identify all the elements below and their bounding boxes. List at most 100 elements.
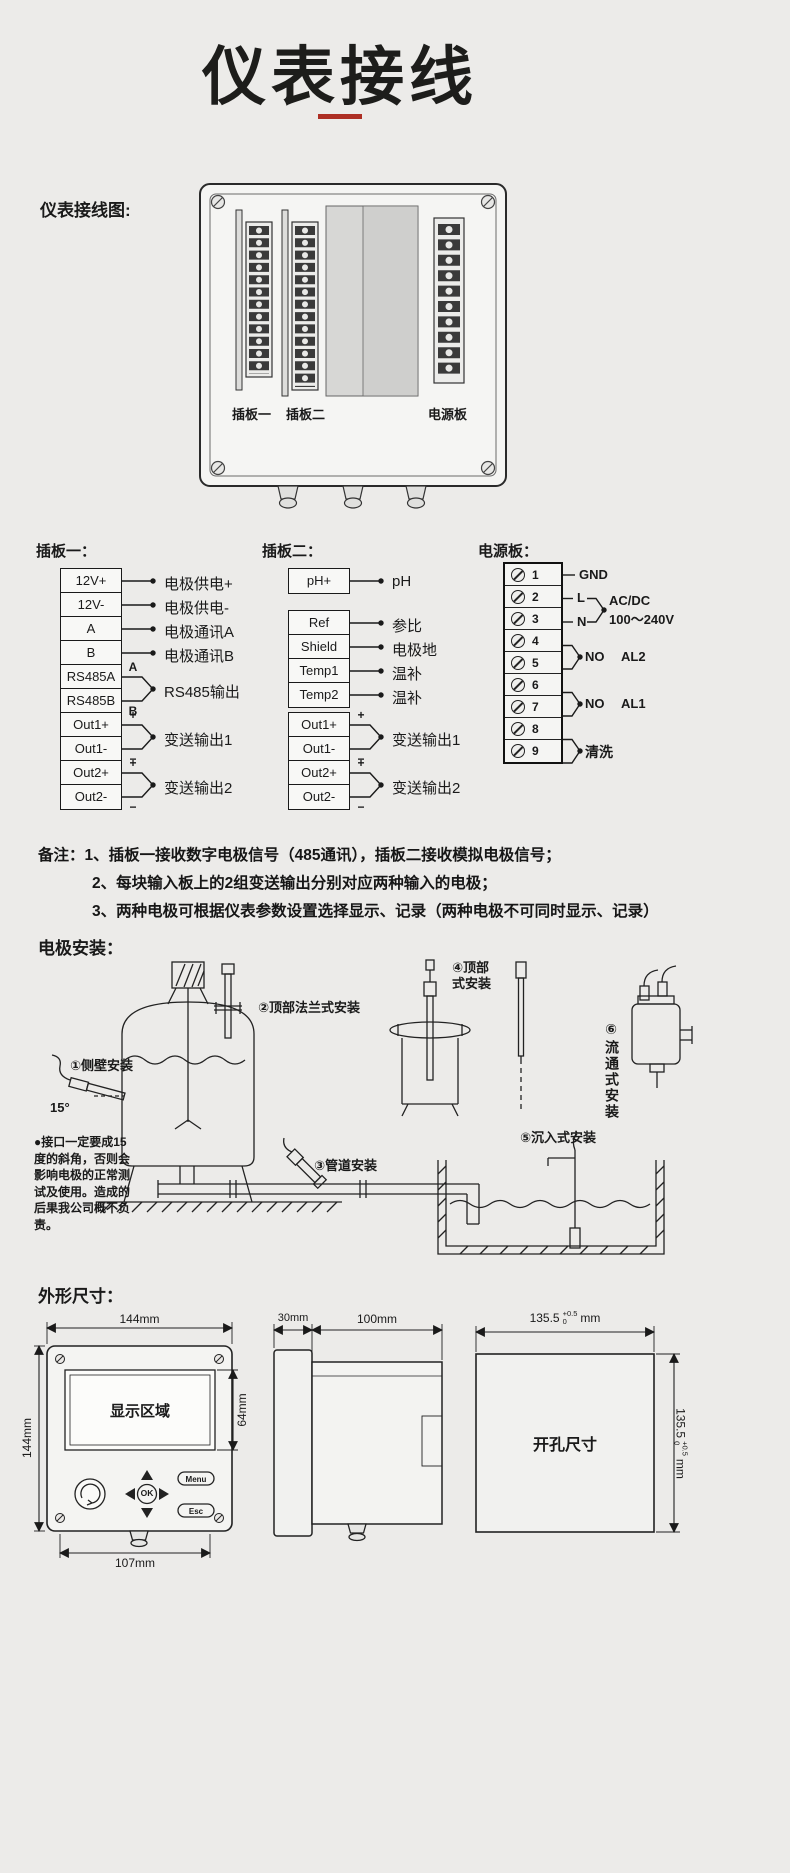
installation-drawing bbox=[51, 959, 693, 1255]
arrow-down-icon bbox=[141, 1508, 153, 1518]
arrow-right-icon bbox=[159, 1488, 169, 1500]
install-label-pipe: ③管道安装 bbox=[314, 1158, 378, 1173]
front-gland bbox=[129, 1530, 149, 1548]
install-label-top-mount: ④顶部式安装 bbox=[452, 960, 492, 991]
wiring-section-label: 仪表接线图: bbox=[40, 201, 131, 220]
note-line-1: 1、插板一接收数字电极信号（485通讯），插板二接收模拟电极信号； bbox=[84, 847, 561, 864]
label-al2: AL2 bbox=[621, 649, 646, 664]
cutout-drawing bbox=[475, 1326, 680, 1533]
terminal-12v-minus: 12V- bbox=[60, 592, 122, 618]
terminal-rs485b: RS485B bbox=[60, 688, 122, 714]
label-out1: 变送输出1 bbox=[164, 732, 233, 749]
esc-button-label: Esc bbox=[188, 1507, 204, 1516]
label-neutral: N bbox=[577, 614, 587, 629]
terminal-out2-minus: Out2- bbox=[288, 784, 350, 810]
label-voltage-range: 100～240V bbox=[609, 612, 675, 627]
label-al1: AL1 bbox=[621, 696, 646, 711]
board1-diagram: 12V+ 12V- A B RS485A RS485B Out1+ Out1- … bbox=[60, 568, 295, 820]
terminal-rs485a: RS485A bbox=[60, 664, 122, 690]
board2-title: 插板二： bbox=[262, 543, 323, 560]
terminal-ref: Ref bbox=[288, 610, 350, 636]
label-out2: 变送输出2 bbox=[164, 780, 233, 797]
blank-slot-panel bbox=[325, 205, 419, 397]
out1-plus-mark: + bbox=[357, 708, 365, 722]
screw-icon bbox=[511, 655, 525, 670]
terminal-out2-minus: Out2- bbox=[60, 784, 122, 810]
power-terminal-strip bbox=[433, 217, 465, 384]
screw-icon bbox=[511, 611, 525, 626]
cutout-dim-lines bbox=[475, 1326, 680, 1533]
label-out2: 变送输出2 bbox=[392, 780, 461, 797]
screw-icon bbox=[511, 699, 525, 714]
install-label-angle: 15° bbox=[50, 1100, 70, 1115]
power-row-9: 9 bbox=[505, 740, 561, 762]
label-rs485-out: RS485输出 bbox=[164, 684, 240, 701]
label-supply-plus: 电极供电+ bbox=[164, 576, 233, 593]
front-corner-screws bbox=[55, 1354, 224, 1523]
install-section-label: 电极安装： bbox=[38, 939, 123, 958]
ok-button-label: OK bbox=[140, 1488, 154, 1498]
bezel-depth-dim: 30mm bbox=[277, 1312, 309, 1324]
power-row-3: 3 bbox=[505, 608, 561, 630]
side-wall-electrode bbox=[51, 1054, 126, 1101]
label-ref: 参比 bbox=[392, 618, 423, 635]
out2-plus-mark: + bbox=[357, 756, 365, 770]
out1-minus-mark: − bbox=[357, 752, 365, 766]
page-title: 仪表接线 bbox=[202, 41, 478, 113]
install-warning-text: ●接口一定要成15度的斜角，否则会影响电极的正常测试及使用。造成的后果我公司概不… bbox=[34, 1135, 131, 1232]
screw-icon bbox=[511, 677, 525, 692]
label-no-al2: NO bbox=[585, 649, 605, 664]
terminal-ph-plus: pH+ bbox=[288, 568, 350, 594]
label-clean: 清洗 bbox=[585, 744, 613, 760]
pipe-electrode bbox=[283, 1137, 328, 1190]
device-board2-label: 插板二 bbox=[286, 407, 326, 422]
label-comm-a: 电极通讯A bbox=[164, 624, 235, 641]
corner-screws bbox=[210, 194, 496, 476]
terminal-temp1: Temp1 bbox=[288, 658, 350, 684]
cable-glands bbox=[277, 485, 427, 509]
board1-title: 插板一： bbox=[36, 543, 97, 560]
out1-minus-mark: − bbox=[129, 752, 137, 766]
power-title: 电源板： bbox=[478, 543, 539, 560]
out1-plus-mark: + bbox=[129, 708, 137, 722]
terminal-a: A bbox=[60, 616, 122, 642]
label-no-al1: NO bbox=[585, 696, 605, 711]
pipe-drawing bbox=[157, 1166, 480, 1225]
out2-minus-mark: − bbox=[129, 800, 137, 814]
board2-terminal-strip bbox=[281, 209, 319, 397]
display-height-dim: 64mm bbox=[235, 1393, 249, 1427]
body-depth-dim: 100mm bbox=[356, 1312, 397, 1326]
power-row-8: 8 bbox=[505, 718, 561, 740]
label-shield: 电极地 bbox=[392, 642, 438, 659]
install-label-top-flange: ②顶部法兰式安装 bbox=[258, 1000, 361, 1015]
board2-wires bbox=[350, 578, 384, 798]
install-label-flow-through: ⑥流通式安装 bbox=[604, 1022, 620, 1120]
title-underline-bar bbox=[318, 114, 362, 119]
notes-block: 备注： 1、插板一接收数字电极信号（485通讯），插板二接收模拟电极信号； 2、… bbox=[38, 842, 778, 926]
terminal-b: B bbox=[60, 640, 122, 666]
arrow-up-icon bbox=[141, 1470, 153, 1480]
power-row-5: 5 bbox=[505, 652, 561, 674]
terminal-number: 7 bbox=[532, 699, 539, 714]
notes-label: 备注： bbox=[38, 847, 85, 864]
cutout-height-base: 135.5 bbox=[674, 1408, 688, 1439]
board2-diagram: pH+ Ref Shield Temp1 Temp2 Out1+ Out1- O… bbox=[288, 568, 498, 820]
screw-icon bbox=[511, 744, 525, 758]
front-dim-lines bbox=[34, 1322, 238, 1558]
terminal-number: 8 bbox=[532, 721, 539, 736]
terminal-out1-minus: Out1- bbox=[288, 736, 350, 762]
power-row-7: 7 bbox=[505, 696, 561, 718]
label-temp1: 温补 bbox=[392, 666, 423, 683]
side-gland bbox=[347, 1523, 367, 1542]
side-view-drawing bbox=[273, 1324, 443, 1542]
board1-terminal-strip bbox=[235, 209, 273, 391]
power-row-6: 6 bbox=[505, 674, 561, 696]
power-wires bbox=[563, 574, 607, 764]
terminal-number: 9 bbox=[532, 744, 539, 758]
cutout-height-unit: mm bbox=[674, 1458, 688, 1479]
cutout-label: 开孔尺寸 bbox=[532, 1437, 597, 1454]
cutout-width-unit: mm bbox=[580, 1310, 601, 1325]
